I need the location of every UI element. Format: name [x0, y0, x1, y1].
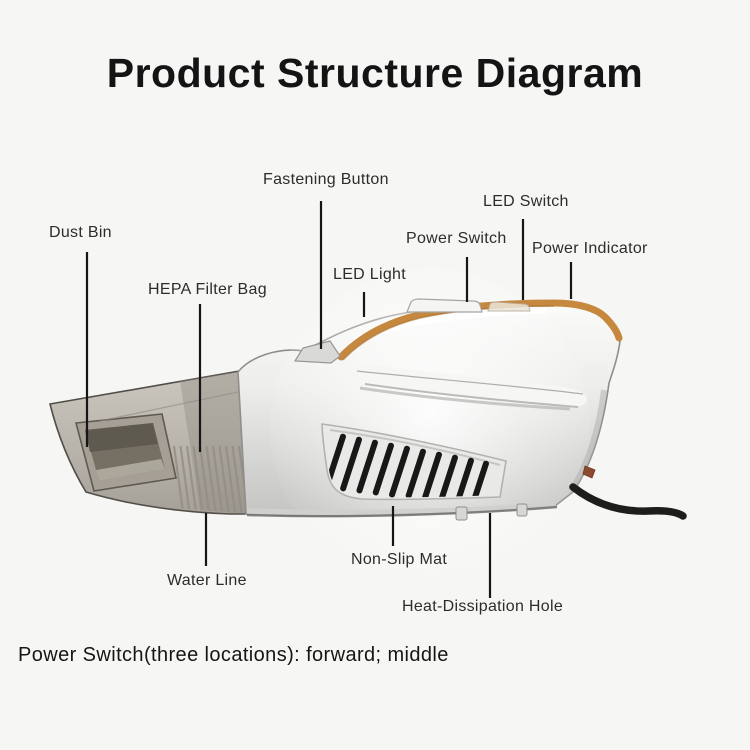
rear-connector [582, 465, 596, 479]
label-hepa-filter-bag: HEPA Filter Bag [148, 281, 267, 298]
nozzle-opening [74, 413, 177, 492]
label-water-line: Water Line [167, 572, 247, 589]
label-led-light: LED Light [333, 266, 406, 283]
main-body [237, 268, 687, 588]
vent-panel [321, 423, 507, 501]
page-title: Product Structure Diagram [106, 50, 644, 96]
foot-pad [455, 506, 468, 521]
handle-hole [352, 364, 587, 407]
label-power-indicator: Power Indicator [532, 240, 648, 257]
label-fastening-button: Fastening Button [263, 171, 389, 188]
power-switch-button [406, 298, 483, 313]
label-non-slip-mat: Non-Slip Mat [351, 551, 448, 568]
label-heat-dissipation-hole: Heat-Dissipation Hole [402, 598, 564, 615]
heat-dissipation-slats [324, 433, 489, 498]
foot-pad [516, 503, 528, 517]
label-power-switch: Power Switch [406, 230, 507, 247]
label-led-switch: LED Switch [483, 193, 569, 210]
power-cord [569, 483, 687, 520]
dust-bin-nozzle [49, 365, 257, 515]
handle-accent-strip [337, 299, 623, 361]
leader-lines [85, 201, 573, 598]
power-switch-note: Power Switch(three locations): forward; … [18, 644, 449, 666]
fastening-latch [293, 340, 341, 364]
label-dust-bin: Dust Bin [49, 224, 112, 241]
